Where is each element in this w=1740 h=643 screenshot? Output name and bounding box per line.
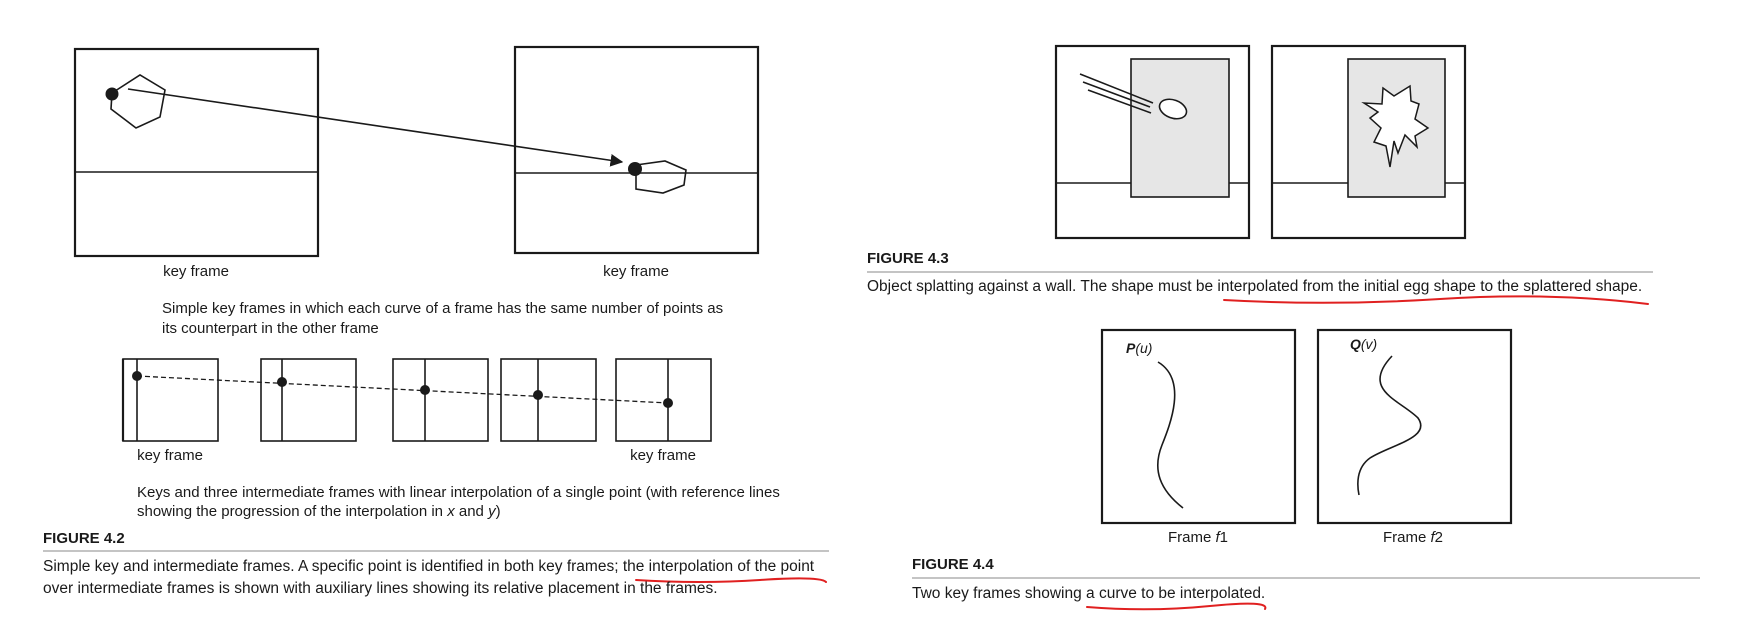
figure-4-4-caption: Two key frames showing a curve to be int… (912, 585, 1265, 602)
top-caption-line-1: Simple key frames in which each curve of… (162, 300, 723, 317)
curve-2-label: Q(v) (1350, 336, 1377, 352)
figure-4-2-caption-line-2: over intermediate frames is shown with a… (43, 580, 718, 597)
figure-4-4: P(u) Q(v) Frame f1 Frame f2 FIGURE 4.4 T… (912, 328, 1700, 611)
motion-line-3 (1087, 89, 1152, 114)
interpolation-arrow (127, 88, 624, 167)
strip-frame-4 (500, 358, 597, 442)
curve-p-u (1157, 361, 1184, 509)
wall-before (1130, 58, 1230, 198)
splattered-shape (1361, 84, 1430, 168)
interpolation-dashed-line (136, 375, 669, 404)
top-caption-line-2: its counterpart in the other frame (162, 320, 379, 337)
key-point-right (628, 162, 642, 176)
red-underline-fig-4-4 (1086, 602, 1267, 611)
key-frame-left (73, 47, 320, 258)
key-frame-label-right: key frame (603, 263, 669, 280)
figure-4-4-title: FIGURE 4.4 (912, 556, 994, 573)
frame-f2-label: Frame f2 (1383, 529, 1443, 546)
figure-4-3-caption: Object splatting against a wall. The sha… (867, 278, 1642, 295)
splat-frame-after (1270, 44, 1467, 240)
strip-key-frame-label-left: key frame (137, 447, 203, 464)
red-underline-fig-4-3 (1223, 295, 1649, 305)
strip-caption-line-1: Keys and three intermediate frames with … (137, 484, 780, 501)
strip-frame-3 (392, 358, 489, 442)
key-point-left (105, 87, 119, 101)
curve-1-label: P(u) (1126, 340, 1152, 356)
figure-4-2-caption-line-1: Simple key and intermediate frames. A sp… (43, 558, 815, 575)
figure-4-2: key frame key frame Simple key frames in… (43, 45, 829, 597)
frame-f1-label: Frame f1 (1168, 529, 1228, 546)
strip-frame-5 (615, 358, 712, 442)
figure-4-3: FIGURE 4.3 Object splatting against a wa… (867, 44, 1653, 305)
strip-frame-2 (260, 358, 357, 442)
key-frame-right (513, 45, 760, 255)
frame-strip (121, 358, 712, 442)
egg-shape (1158, 98, 1188, 120)
motion-line-2 (1082, 81, 1151, 108)
motion-line-1 (1079, 73, 1154, 104)
key-frame-label-left: key frame (163, 263, 229, 280)
splat-frame-before (1054, 44, 1251, 240)
curve-shape-right (635, 160, 687, 194)
curve-shape-left (110, 74, 166, 129)
curve-frame-1: P(u) (1100, 328, 1297, 525)
figure-4-2-title: FIGURE 4.2 (43, 530, 125, 547)
curve-frame-2: Q(v) (1316, 328, 1513, 525)
strip-key-frame-label-right: key frame (630, 447, 696, 464)
strip-caption-line-2: showing the progression of the interpola… (137, 503, 501, 520)
curve-q-v (1357, 355, 1422, 496)
red-underline-fig-4-2 (635, 577, 827, 583)
figure-4-3-title: FIGURE 4.3 (867, 250, 949, 267)
